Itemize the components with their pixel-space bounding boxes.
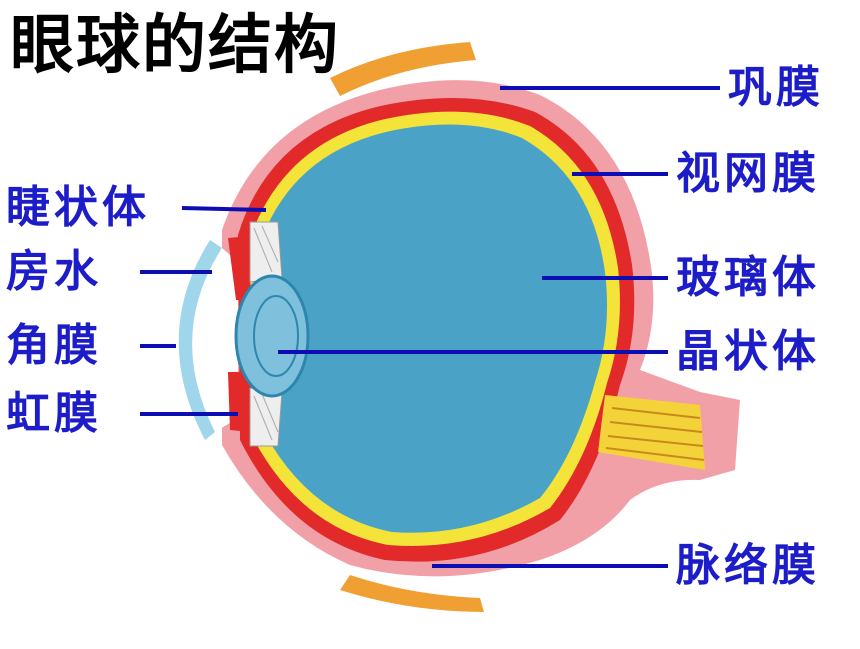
upper-eye-muscle (330, 42, 476, 96)
cornea-shape (178, 240, 222, 440)
label-iris: 虹膜 (6, 388, 102, 439)
label-ciliary-body: 睫状体 (6, 182, 150, 233)
ciliary-hatching (253, 225, 279, 441)
label-choroid: 脉络膜 (676, 540, 820, 591)
aqueous-humor-area (194, 248, 238, 432)
label-vitreous-body: 玻璃体 (676, 252, 820, 303)
optic-nerve-fibers (605, 407, 705, 461)
lower-eye-muscle (340, 575, 484, 612)
label-lens: 晶状体 (676, 326, 820, 377)
pointer-ciliary (181, 206, 267, 212)
lens-inner-ring (253, 295, 299, 377)
label-sclera: 巩膜 (728, 62, 824, 113)
label-retina: 视网膜 (676, 148, 820, 199)
vitreous-body-area (262, 124, 608, 533)
label-cornea: 角膜 (6, 320, 102, 371)
pointer-lines (140, 86, 720, 568)
page-title: 眼球的结构 (10, 9, 340, 83)
iris-upper (228, 236, 250, 300)
iris-lower (228, 372, 250, 432)
label-aqueous-humor: 房水 (6, 246, 102, 297)
